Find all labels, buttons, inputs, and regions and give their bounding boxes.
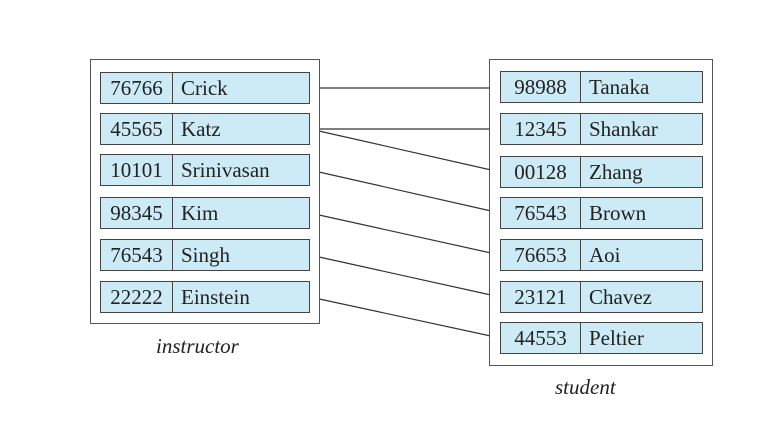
- student-row: 76543 Brown: [500, 197, 703, 229]
- link-srinivasan-brown: [309, 169, 501, 214]
- instructor-id: 98345: [101, 198, 173, 228]
- student-row: 00128 Zhang: [500, 156, 703, 188]
- instructor-name: Einstein: [181, 284, 250, 309]
- student-id: 98988: [501, 72, 581, 102]
- student-row: 98988 Tanaka: [500, 71, 703, 103]
- student-name: Aoi: [589, 242, 621, 267]
- instructor-row: 76766 Crick: [100, 72, 310, 104]
- student-name: Chavez: [589, 284, 652, 309]
- student-name: Tanaka: [589, 74, 650, 99]
- student-row: 76653 Aoi: [500, 239, 703, 271]
- student-id: 23121: [501, 282, 581, 312]
- link-kim-aoi: [309, 212, 501, 256]
- student-id: 44553: [501, 323, 581, 353]
- instructor-row: 98345 Kim: [100, 197, 310, 229]
- instructor-row: 22222 Einstein: [100, 281, 310, 313]
- instructor-name: Kim: [181, 200, 219, 225]
- instructor-name: Crick: [181, 75, 228, 100]
- student-row: 12345 Shankar: [500, 113, 703, 145]
- student-name: Zhang: [589, 159, 643, 184]
- student-name: Brown: [589, 200, 647, 225]
- instructor-id: 22222: [101, 282, 173, 312]
- student-name: Peltier: [589, 325, 644, 350]
- link-singh-chavez: [309, 254, 501, 298]
- instructor-name: Singh: [181, 242, 231, 267]
- student-id: 00128: [501, 157, 581, 187]
- instructor-row: 10101 Srinivasan: [100, 154, 310, 186]
- instructor-row: 76543 Singh: [100, 239, 310, 271]
- link-einstein-peltier: [309, 296, 501, 339]
- instructor-id: 10101: [101, 155, 173, 185]
- instructor-name: Katz: [181, 116, 221, 141]
- student-id: 76653: [501, 240, 581, 270]
- student-name: Shankar: [589, 116, 658, 141]
- link-katz-zhang: [309, 128, 501, 173]
- instructor-id: 76766: [101, 73, 173, 103]
- student-id: 12345: [501, 114, 581, 144]
- instructor-name: Srinivasan: [181, 157, 270, 182]
- student-caption: student: [555, 375, 616, 399]
- student-id: 76543: [501, 198, 581, 228]
- instructor-id: 76543: [101, 240, 173, 270]
- instructor-id: 45565: [101, 114, 173, 144]
- instructor-row: 45565 Katz: [100, 113, 310, 145]
- student-row: 23121 Chavez: [500, 281, 703, 313]
- student-row: 44553 Peltier: [500, 322, 703, 354]
- instructor-caption: instructor: [156, 334, 239, 358]
